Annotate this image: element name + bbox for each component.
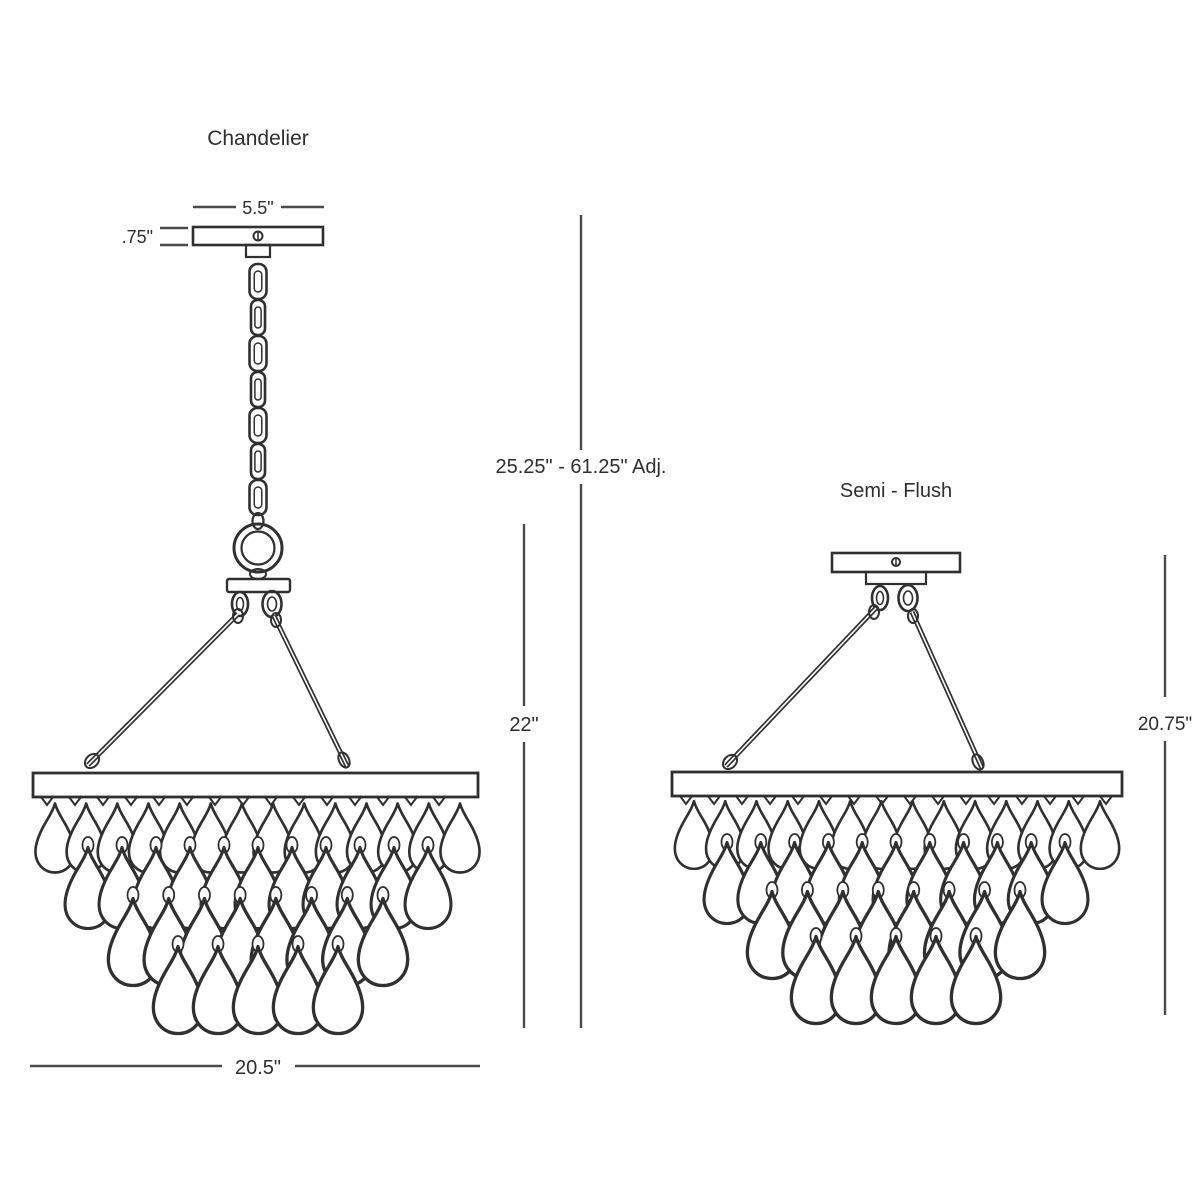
canopy-height-dimension: .75" <box>122 226 188 247</box>
canopy-screw <box>252 230 264 242</box>
canopy-width-label: 5.5" <box>242 198 273 218</box>
hanger-hook <box>208 796 222 807</box>
hanger-hook <box>1071 795 1085 806</box>
body-height-label: 22" <box>509 714 538 736</box>
hanger-hooks <box>679 795 1113 806</box>
hang-ring <box>232 522 284 574</box>
chain-link-inner <box>254 378 262 401</box>
hanger-hook <box>152 796 166 807</box>
hanger-hook <box>376 796 390 807</box>
hanger-hook <box>96 796 110 807</box>
droplet-cascade <box>673 800 1121 1026</box>
chandelier-canopy <box>191 225 325 259</box>
canopy-height-label: .75" <box>122 227 153 247</box>
suspension-rods <box>83 608 351 770</box>
semi-flush-drawing: Semi - Flush <box>670 480 1192 1026</box>
overall-height-label: 25.25" - 61.25" Adj. <box>496 456 667 478</box>
chain-link-inner <box>253 270 263 293</box>
collar-bar <box>225 577 292 594</box>
hanging-chain <box>248 262 268 517</box>
chandelier-band <box>31 771 480 799</box>
hang-ring-assembly <box>225 511 292 619</box>
chain-link-inner <box>253 414 263 437</box>
chandelier-drawing: Chandelier 5.5" .75" <box>30 127 481 1079</box>
hanger-hook <box>707 795 721 806</box>
hanger-hook <box>679 795 693 806</box>
hanger-hook <box>1099 795 1113 806</box>
hanger-hook <box>68 796 82 807</box>
chandelier-title: Chandelier <box>207 127 309 150</box>
hanger-hook <box>735 795 749 806</box>
hanger-hook <box>320 796 334 807</box>
chain-link-inner <box>253 342 263 365</box>
hanger-hook <box>987 795 1001 806</box>
hanger-hook <box>931 795 945 806</box>
hanger-hook <box>1015 795 1029 806</box>
hanger-hook <box>959 795 973 806</box>
chain-link-inner <box>253 486 263 509</box>
canopy-width-dimension: 5.5" <box>193 198 324 218</box>
chandelier-width-dimension: 20.5" <box>30 1057 480 1079</box>
hanger-hook <box>124 796 138 807</box>
hanger-hook <box>432 796 446 807</box>
semi-flush-height-dimension: 20.75" <box>1138 555 1192 1015</box>
hanger-hook <box>348 796 362 807</box>
hanger-hook <box>763 795 777 806</box>
semi-flush-height-label: 20.75" <box>1138 714 1192 735</box>
hanger-hook <box>791 795 805 806</box>
hanger-hook <box>1043 795 1057 806</box>
semi-flush-title: Semi - Flush <box>840 480 952 502</box>
semi-flush-canopy <box>830 551 962 613</box>
hanger-hook <box>903 795 917 806</box>
chain-link-inner <box>254 450 262 473</box>
hanger-hook <box>847 795 861 806</box>
canopy-screw <box>891 557 901 567</box>
semi-flush-band <box>670 770 1124 798</box>
hanger-hook <box>819 795 833 806</box>
glass-droplet <box>439 802 481 874</box>
hanger-hook <box>404 796 418 807</box>
hanger-hooks <box>40 796 446 807</box>
glass-droplet <box>1079 800 1121 870</box>
chain-link-inner <box>254 306 262 329</box>
hanger-hook <box>40 796 54 807</box>
chandelier-width-label: 20.5" <box>235 1057 281 1079</box>
hanger-hook <box>292 796 306 807</box>
center-dimensions: 25.25" - 61.25" Adj. 22" <box>496 215 667 1028</box>
hanger-hook <box>264 796 278 807</box>
semi-flush-rods <box>721 604 985 771</box>
droplet-cascade <box>34 802 481 1036</box>
hanger-hook <box>180 796 194 807</box>
